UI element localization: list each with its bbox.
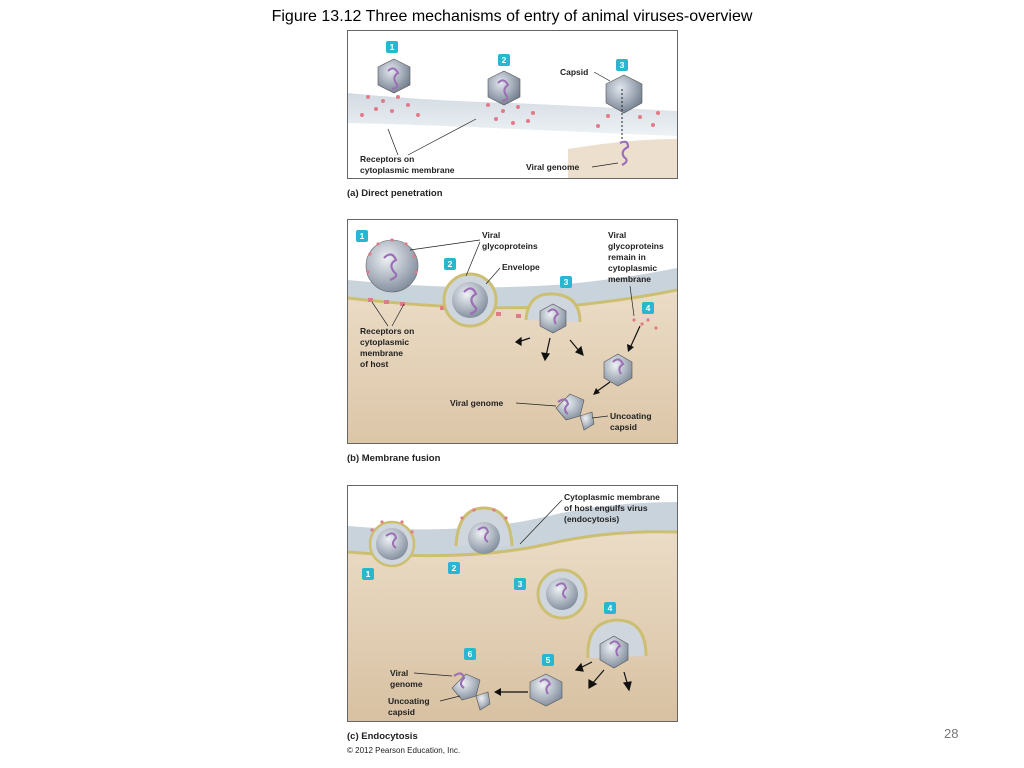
step-badge-4: 4 — [642, 302, 654, 314]
label-remain-3: remain in — [608, 252, 646, 262]
step-badge-3: 3 — [560, 276, 572, 288]
step-badge-2: 2 — [444, 258, 456, 270]
panel-direct-penetration: 1 2 3 Capsid Receptors on cytoplasmic me… — [347, 30, 678, 179]
copyright-notice: © 2012 Pearson Education, Inc. — [347, 746, 461, 755]
vesicle-c3 — [536, 568, 588, 620]
label-viral-glyco-1: Viral — [482, 230, 500, 240]
cytoplasm — [568, 139, 677, 178]
svg-text:1: 1 — [366, 569, 371, 579]
step-badge-c5: 5 — [542, 654, 554, 666]
label-remain-1: Viral — [608, 230, 626, 240]
enveloped-virus-step1 — [365, 238, 419, 293]
svg-text:6: 6 — [468, 649, 473, 659]
release-arrows — [574, 661, 632, 692]
svg-text:1: 1 — [360, 231, 365, 241]
label-receptors-b-3: membrane — [360, 348, 403, 358]
step-badge-c3: 3 — [514, 578, 526, 590]
label-uncoating-b-2: capsid — [610, 422, 637, 432]
label-viral-genome: Viral genome — [526, 162, 579, 172]
label-receptors-b-1: Receptors on — [360, 326, 414, 336]
label-remain-2: glycoproteins — [608, 241, 664, 251]
caption-c: (c) Endocytosis — [347, 731, 418, 742]
receptors — [368, 298, 521, 318]
label-remain-5: membrane — [608, 274, 651, 284]
uncoating-capsid-b — [555, 393, 595, 431]
label-engulf-3: (endocytosis) — [564, 514, 619, 524]
capsid-c5 — [529, 673, 563, 707]
label-capsid: Capsid — [560, 67, 588, 77]
svg-text:1: 1 — [390, 42, 395, 52]
step-badge-c2: 2 — [448, 562, 460, 574]
label-uncoating-b-1: Uncoating — [610, 411, 652, 421]
label-viral-genome-c-1: Viral — [390, 668, 408, 678]
fused-virus-step3 — [524, 292, 582, 334]
capsid-in-cytoplasm — [603, 353, 633, 387]
svg-text:2: 2 — [448, 259, 453, 269]
vesicle-c4 — [586, 618, 648, 669]
label-envelope: Envelope — [502, 262, 540, 272]
step-badge-c1: 1 — [362, 568, 374, 580]
fusing-virus-step2 — [442, 272, 498, 328]
svg-text:4: 4 — [608, 603, 613, 613]
endocytosis-diagram: 1 2 3 4 5 — [348, 486, 677, 721]
step-badge-c6: 6 — [464, 648, 476, 660]
host-membrane — [348, 93, 677, 136]
label-receptors-2: cytoplasmic membrane — [360, 165, 455, 175]
svg-text:3: 3 — [620, 60, 625, 70]
label-receptors-1: Receptors on — [360, 154, 414, 164]
label-uncoating-c-2: capsid — [388, 707, 415, 717]
panel-membrane-fusion: 1 2 3 4 — [347, 219, 678, 444]
capsid-step1 — [377, 58, 411, 94]
capsid-step3 — [605, 74, 643, 141]
step-badge-3: 3 — [616, 59, 628, 71]
panel-endocytosis: 1 2 3 4 5 — [347, 485, 678, 722]
direct-penetration-diagram: 1 2 3 Capsid Receptors on cytoplasmic me… — [348, 31, 677, 178]
caption-b: (b) Membrane fusion — [347, 453, 441, 464]
page-number: 28 — [944, 726, 959, 741]
uncoating-capsid-c6 — [451, 672, 491, 711]
step-badge-c4: 4 — [604, 602, 616, 614]
engulfing-virus-c2 — [454, 506, 514, 554]
receptors — [360, 95, 660, 128]
label-receptors-b-4: of host — [360, 359, 388, 369]
label-engulf-1: Cytoplasmic membrane — [564, 492, 660, 502]
step-badge-1: 1 — [356, 230, 368, 242]
svg-text:4: 4 — [646, 303, 651, 313]
svg-text:5: 5 — [546, 655, 551, 665]
label-uncoating-c-1: Uncoating — [388, 696, 430, 706]
svg-text:2: 2 — [452, 563, 457, 573]
cytoplasm — [348, 531, 677, 721]
label-viral-glyco-2: glycoproteins — [482, 241, 538, 251]
cytoplasm — [348, 290, 677, 443]
enveloped-virus-c1 — [368, 520, 416, 568]
label-engulf-2: of host engulfs virus — [564, 503, 648, 513]
slide-title: Figure 13.12 Three mechanisms of entry o… — [271, 8, 753, 25]
step-badge-2: 2 — [498, 54, 510, 66]
svg-text:2: 2 — [502, 55, 507, 65]
step-badge-1: 1 — [386, 41, 398, 53]
remaining-glycoproteins — [632, 318, 658, 330]
label-receptors-b-2: cytoplasmic — [360, 337, 409, 347]
caption-a: (a) Direct penetration — [347, 188, 443, 199]
membrane-fusion-diagram: 1 2 3 4 — [348, 220, 677, 443]
svg-text:3: 3 — [564, 277, 569, 287]
capsid-step2 — [487, 70, 521, 106]
label-remain-4: cytoplasmic — [608, 263, 657, 273]
label-viral-genome-c-2: genome — [390, 679, 423, 689]
viral-genome-released — [619, 140, 630, 166]
svg-text:3: 3 — [518, 579, 523, 589]
fusion-arrows — [514, 336, 584, 362]
label-viral-genome-b: Viral genome — [450, 398, 503, 408]
